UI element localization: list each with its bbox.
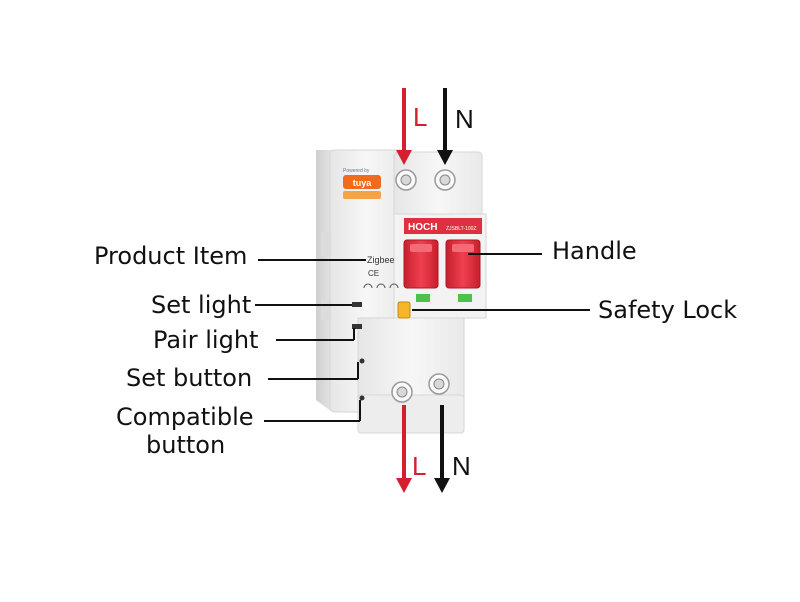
compatible-button-label-line1: Compatible [116,403,254,431]
set-button-dot [359,358,365,364]
set-button-label: Set button [126,364,253,392]
bottom-neutral-wire [434,405,450,493]
pair-light-led [352,324,362,329]
status-windows [416,294,472,302]
handle-label: Handle [552,237,637,265]
ce-mark: CE [368,269,379,278]
product-item-label: Product Item [94,242,248,270]
bottom-live-wire [396,405,412,493]
brand-text: HOCH [408,222,437,233]
bottom-live-label: L [412,451,427,481]
model-text: ZJSBLT-100Z [446,226,476,232]
pair-light-label: Pair light [153,326,259,354]
safety-lock [397,301,411,319]
bottom-terminal-screws [391,373,450,403]
compatible-button-dot [359,395,365,401]
set-light-led [352,302,362,307]
brand-band: HOCH ZJSBLT-100Z [404,218,482,234]
leader-lines [255,253,590,422]
top-live-wire [396,88,412,165]
zigbee-text: Zigbee [367,255,395,265]
set-light-label: Set light [151,291,252,319]
tuya-logo: tuya [353,178,373,188]
handles [403,239,481,289]
top-neutral-wire [437,88,453,165]
top-live-label: L [413,102,428,132]
wifi-icons [363,283,399,289]
bottom-neutral-label: N [452,451,471,481]
safety-lock-label: Safety Lock [598,296,738,324]
powered-by-text: Powered by [343,168,370,174]
compatible-button-label-line2: button [146,431,226,459]
top-terminal-screws [395,169,456,191]
top-neutral-label: N [455,104,474,134]
tuya-badge: Powered by tuya [343,168,381,199]
